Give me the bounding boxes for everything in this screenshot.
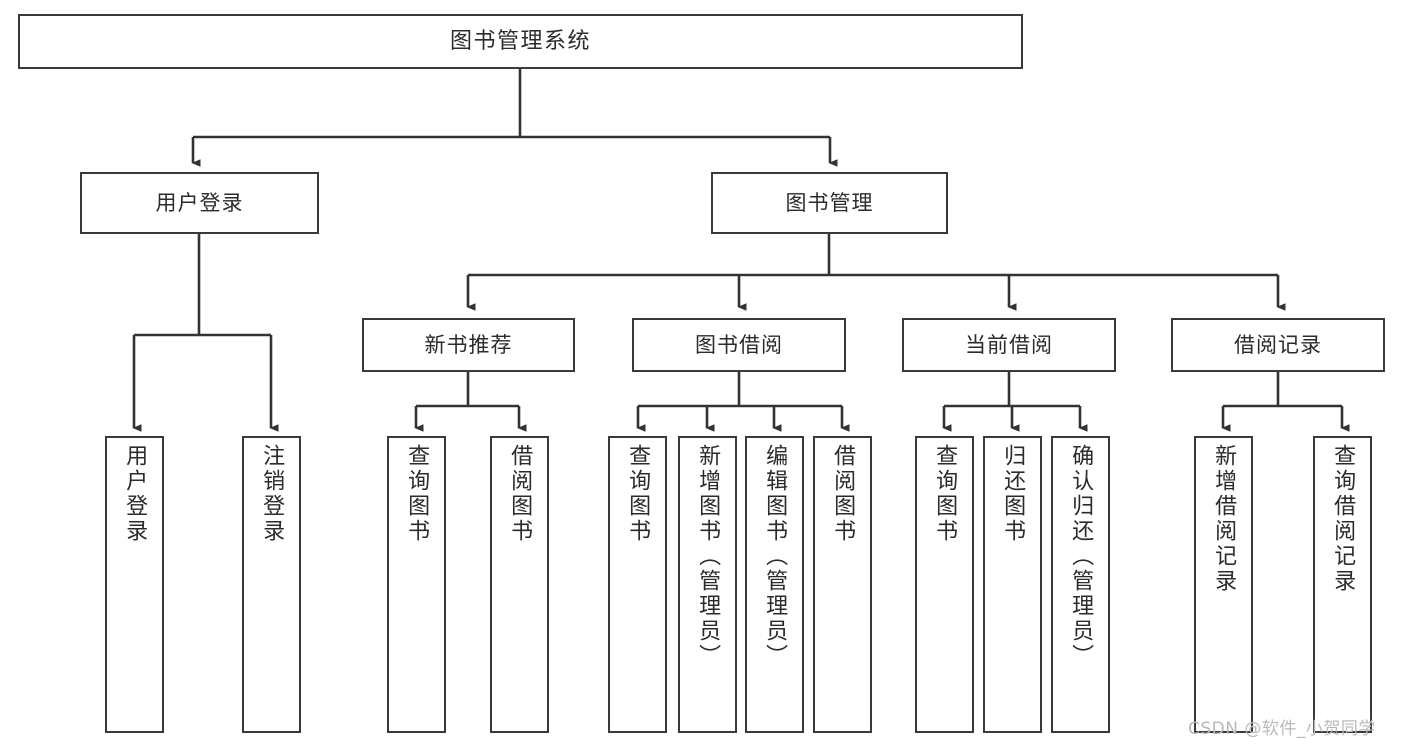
node-label: 图书管理 [785, 190, 874, 215]
leaf-borrow-book-new-recommend[interactable]: 借阅图书 [490, 436, 549, 733]
node-label: 新书推荐 [424, 332, 513, 357]
leaf-confirm-return[interactable]: 确认归还（管理员） [1051, 436, 1110, 733]
leaf-edit-book[interactable]: 编辑图书（管理员） [745, 436, 804, 733]
leaf-borrow-book-borrow[interactable]: 借阅图书 [813, 436, 872, 733]
node-root-book-management-system[interactable]: 图书管理系统 [18, 14, 1023, 69]
node-label: 查询借阅记录 [1330, 444, 1356, 594]
node-user-login[interactable]: 用户登录 [80, 172, 319, 234]
node-label: 编辑图书（管理员） [762, 444, 788, 669]
node-book-management[interactable]: 图书管理 [711, 172, 948, 234]
node-label: 注销登录 [259, 444, 285, 544]
node-label: 新增图书（管理员） [695, 444, 721, 669]
node-label: 用户登录 [155, 190, 244, 215]
node-new-book-recommend[interactable]: 新书推荐 [362, 318, 575, 372]
node-current-borrow[interactable]: 当前借阅 [902, 318, 1116, 372]
leaf-add-book[interactable]: 新增图书（管理员） [678, 436, 737, 733]
node-label: 用户登录 [122, 444, 148, 544]
node-label: 借阅记录 [1234, 332, 1322, 357]
node-label: 查询图书 [932, 444, 958, 544]
node-label: 查询图书 [625, 444, 651, 544]
leaf-query-book-new-recommend[interactable]: 查询图书 [387, 436, 446, 733]
leaf-query-book-current[interactable]: 查询图书 [915, 436, 974, 733]
leaf-user-logout[interactable]: 注销登录 [242, 436, 301, 733]
node-label: 归还图书 [1000, 444, 1026, 544]
watermark-text: CSDN @软件_小贺同学 [1188, 719, 1376, 739]
node-label: 新增借阅记录 [1211, 444, 1237, 594]
leaf-user-login[interactable]: 用户登录 [105, 436, 164, 733]
leaf-query-book-borrow[interactable]: 查询图书 [608, 436, 667, 733]
node-label: 确认归还（管理员） [1068, 444, 1094, 669]
node-label: 图书借阅 [695, 332, 783, 357]
node-label: 查询图书 [404, 444, 430, 544]
node-label: 借阅图书 [830, 444, 856, 544]
node-label: 借阅图书 [507, 444, 533, 544]
node-label: 图书管理系统 [449, 28, 591, 54]
leaf-query-borrow-record[interactable]: 查询借阅记录 [1313, 436, 1372, 733]
node-borrow-record[interactable]: 借阅记录 [1171, 318, 1385, 372]
node-label: 当前借阅 [965, 332, 1053, 357]
node-book-borrow[interactable]: 图书借阅 [632, 318, 846, 372]
leaf-return-book[interactable]: 归还图书 [983, 436, 1042, 733]
leaf-add-borrow-record[interactable]: 新增借阅记录 [1194, 436, 1253, 733]
